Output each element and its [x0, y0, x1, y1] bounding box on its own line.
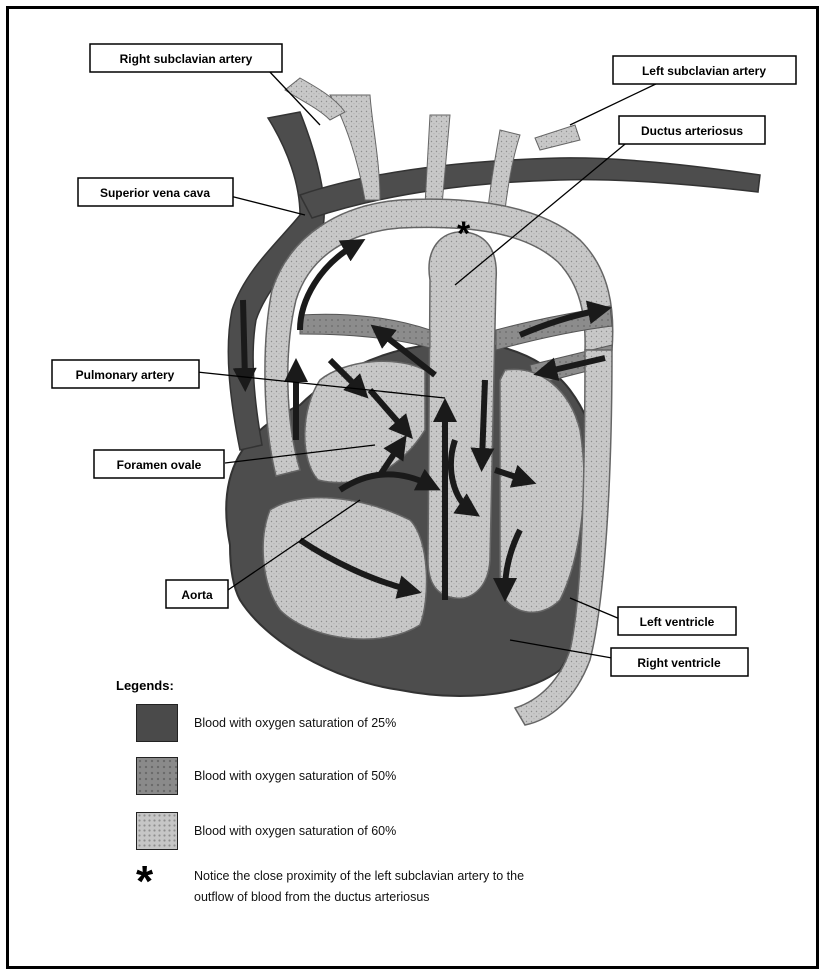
label-left-ventricle: Left ventricle	[618, 607, 736, 635]
legend-text: Blood with oxygen saturation of 50%	[194, 769, 396, 783]
svg-text:Ductus arteriosus: Ductus arteriosus	[641, 124, 743, 138]
left-subclavian-artery	[535, 125, 580, 150]
svg-text:Left subclavian artery: Left subclavian artery	[642, 64, 766, 78]
svg-text:Right subclavian artery: Right subclavian artery	[120, 52, 253, 66]
legend-item-60: Blood with oxygen saturation of 60%	[136, 812, 396, 850]
legend-text: Blood with oxygen saturation of 25%	[194, 716, 396, 730]
label-aorta: Aorta	[166, 580, 228, 608]
legend-title: Legends:	[116, 678, 174, 693]
svg-text:Pulmonary artery: Pulmonary artery	[76, 368, 175, 382]
legend-swatch-mid	[136, 757, 178, 795]
legend-item-25: Blood with oxygen saturation of 25%	[136, 704, 396, 742]
legend-asterisk: *	[136, 860, 153, 904]
pulmonary-artery-left-branch	[300, 314, 430, 348]
asterisk-marker: *	[457, 215, 471, 253]
legend-swatch-dark	[136, 704, 178, 742]
svg-text:Right ventricle: Right ventricle	[637, 656, 721, 670]
label-ductus-arteriosus: Ductus arteriosus	[619, 116, 765, 144]
label-right-subclavian: Right subclavian artery	[90, 44, 282, 72]
label-right-ventricle: Right ventricle	[611, 648, 748, 676]
label-superior-vena-cava: Superior vena cava	[78, 178, 233, 206]
label-left-subclavian: Left subclavian artery	[613, 56, 796, 84]
legend-swatch-light	[136, 812, 178, 850]
legend-text: Blood with oxygen saturation of 60%	[194, 824, 396, 838]
svg-text:Superior vena cava: Superior vena cava	[100, 186, 210, 200]
svg-text:Aorta: Aorta	[181, 588, 213, 602]
label-foramen-ovale: Foramen ovale	[94, 450, 224, 478]
svg-text:Left ventricle: Left ventricle	[640, 615, 715, 629]
label-pulmonary-artery: Pulmonary artery	[52, 360, 199, 388]
legend-item-50: Blood with oxygen saturation of 50%	[136, 757, 396, 795]
svg-text:Foramen ovale: Foramen ovale	[117, 458, 202, 472]
legend-note: Notice the close proximity of the left s…	[194, 866, 554, 908]
